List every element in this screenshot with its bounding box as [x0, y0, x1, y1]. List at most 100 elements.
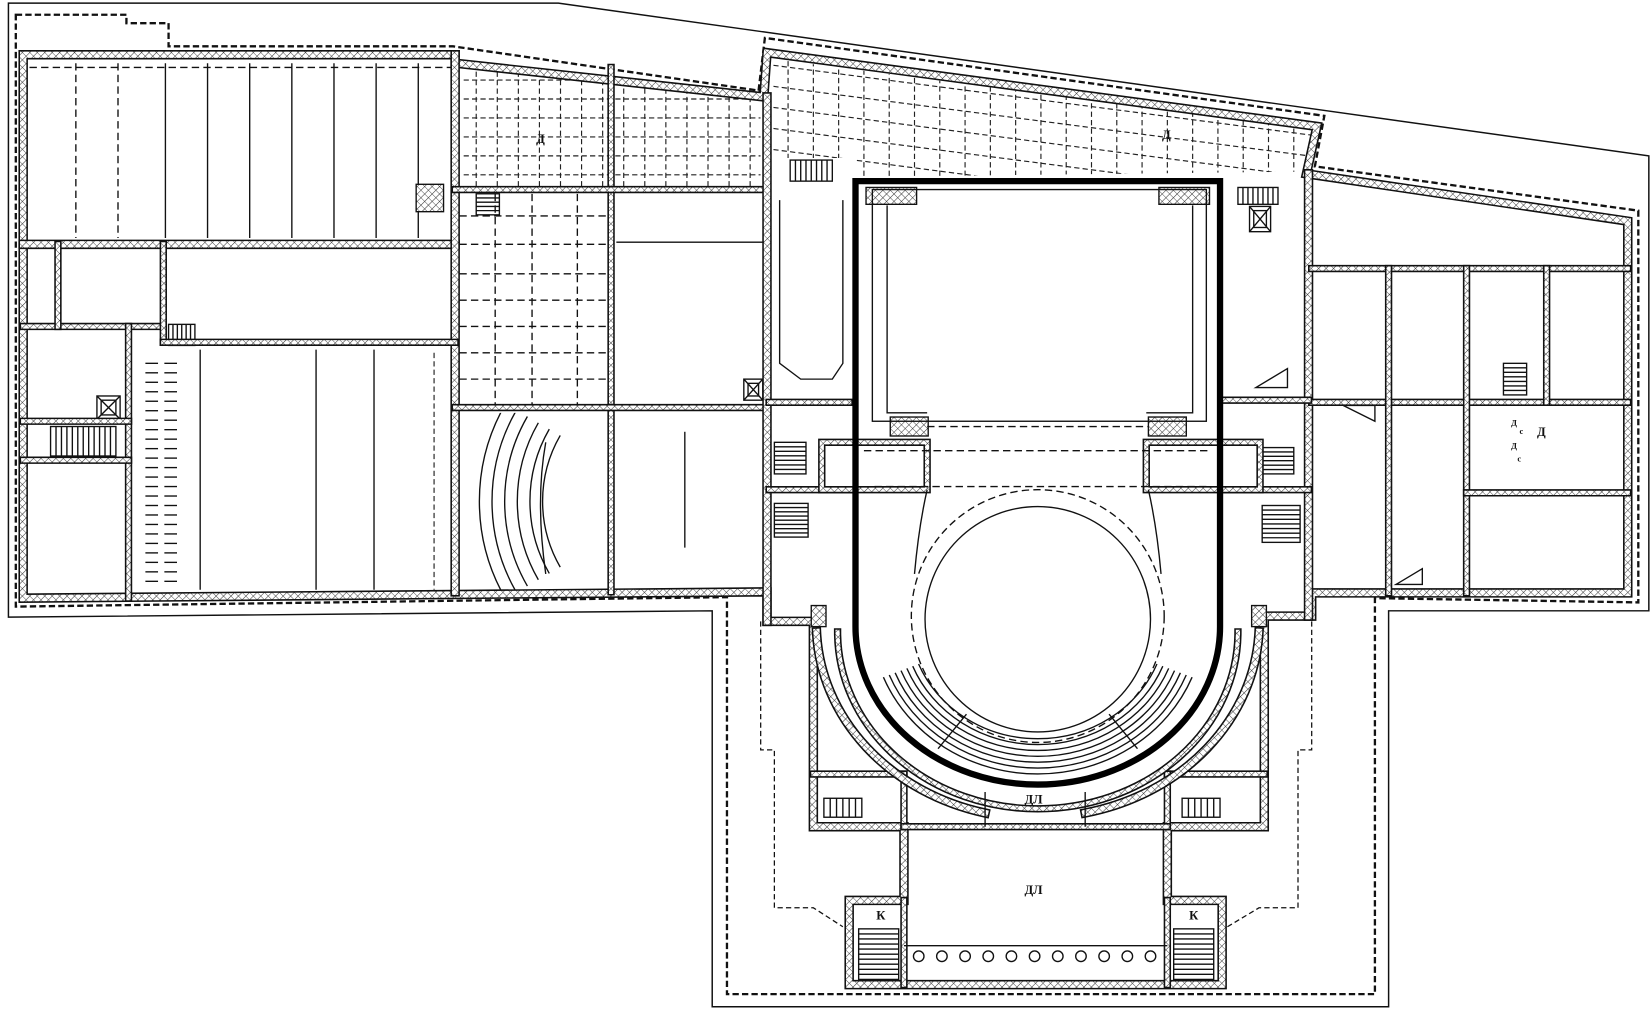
- room-label-d-center: Д: [1162, 128, 1171, 142]
- site-dashed-boundary: [14, 13, 1640, 996]
- grid-line: [773, 127, 1313, 177]
- auditorium-exit-box: [984, 791, 1086, 827]
- hall-lower-left-bays: [199, 349, 435, 590]
- stage-side-room-right: [1142, 438, 1264, 494]
- seating-row: [516, 422, 539, 581]
- stair-outline: [475, 193, 501, 216]
- seating-aisle: [937, 713, 967, 750]
- stair-tower-right: [1172, 928, 1215, 981]
- stair-label-k-right: К: [1189, 908, 1199, 922]
- seating-row: [917, 663, 1158, 740]
- small-label-d: Д: [1511, 441, 1517, 451]
- column: [1121, 950, 1134, 963]
- column: [1028, 950, 1041, 963]
- stair: [1237, 186, 1279, 205]
- orchestra-outer-circle: [910, 489, 1165, 744]
- small-theatre-rows: [478, 412, 561, 590]
- stage-floor: [871, 188, 1208, 422]
- stage-corner-block-right: [1158, 186, 1211, 205]
- small-label-c: с: [1519, 426, 1523, 436]
- grid-line: [773, 85, 1313, 158]
- seating-row: [894, 672, 1182, 763]
- foyer-colonnade: [912, 950, 1157, 963]
- hall-top-left-bays: [29, 63, 451, 239]
- seating-row: [478, 412, 502, 590]
- elevator-cross: [1249, 205, 1272, 233]
- stage-side-room-right: [1144, 440, 1263, 492]
- room-label-dl-auditorium: ДЛ: [1025, 793, 1044, 807]
- auditorium-outer-wall-left: [813, 628, 989, 817]
- stair: [49, 425, 117, 457]
- site-inner-dashed-line: [760, 621, 1313, 928]
- stage-side-room-left: [819, 440, 930, 492]
- auditorium-pier-left: [810, 604, 827, 628]
- stair: [823, 797, 863, 818]
- small-label-d: Д: [1511, 417, 1517, 427]
- site-outline: [7, 2, 1650, 1008]
- column: [1144, 950, 1157, 963]
- seating-row: [906, 668, 1170, 752]
- elevator-car: [747, 382, 760, 397]
- orchestra-circle: [924, 505, 1152, 733]
- hatched-blocks: [415, 183, 1268, 628]
- column: [1075, 950, 1087, 963]
- column: [935, 950, 948, 963]
- seating-row: [912, 665, 1164, 746]
- stair: [789, 159, 834, 182]
- proscenium-block-left: [889, 416, 929, 437]
- auditorium-seating-rows: [882, 663, 1193, 775]
- column: [1005, 950, 1018, 963]
- ramp-triangle: [1342, 404, 1376, 423]
- stepped-seating-left: [145, 362, 177, 583]
- auditorium-corridor-wall: [835, 629, 1241, 811]
- column: [982, 950, 995, 963]
- small-theatre-curve: [539, 442, 547, 575]
- stair-outline: [1502, 362, 1528, 396]
- corridor-room-outline: [778, 200, 844, 380]
- stair-label-k-left: К: [876, 908, 886, 922]
- elevator: [96, 395, 121, 420]
- elevator-car: [100, 399, 117, 416]
- room-label-d-left: Д: [536, 132, 545, 146]
- auditorium-outer-wall-right: [1081, 628, 1263, 817]
- column: [1051, 950, 1064, 963]
- stair: [475, 193, 501, 216]
- elevator: [1248, 205, 1272, 233]
- stage-corner-block-left: [865, 186, 918, 205]
- plan-details: [29, 58, 1528, 981]
- grid-line: [773, 64, 1313, 137]
- forestage-side-curves: [913, 489, 1162, 575]
- column-block: [415, 183, 445, 213]
- stage-side-room-left: [818, 438, 931, 494]
- seating-row: [529, 428, 550, 574]
- seating-row: [491, 412, 516, 590]
- room-label-d-right: Д: [1537, 425, 1546, 439]
- seating-row: [882, 676, 1193, 775]
- auditorium-pier-right: [1250, 604, 1268, 628]
- site-boundary: [7, 2, 1650, 1008]
- stair-tower-left: [857, 928, 900, 981]
- seating-row: [888, 674, 1187, 769]
- ramp-triangle: [1253, 367, 1289, 389]
- column: [959, 950, 972, 963]
- proscenium-block-right: [1147, 416, 1188, 437]
- stair: [1502, 362, 1528, 396]
- building-walls: [18, 47, 1633, 990]
- elevator-shaft: [1248, 205, 1272, 233]
- seating-row: [900, 670, 1176, 757]
- grid-line: [773, 106, 1313, 177]
- stage-lines: [539, 188, 1424, 947]
- elevator: [743, 378, 764, 401]
- stair: [1261, 446, 1295, 475]
- stair-outline: [773, 441, 807, 475]
- room-labels: Д Д Д Д с Д с ДЛ ДЛ К К: [536, 128, 1546, 922]
- column: [912, 950, 925, 963]
- room-label-dl-foyer: ДЛ: [1025, 883, 1044, 897]
- seating-row: [504, 416, 528, 587]
- elevator-car: [1253, 209, 1268, 229]
- seating-aisle: [1108, 713, 1139, 750]
- stage-auditorium-highlight: [852, 177, 1224, 788]
- room-grid-d: [459, 193, 609, 405]
- stage-inner-outline: [886, 205, 1194, 414]
